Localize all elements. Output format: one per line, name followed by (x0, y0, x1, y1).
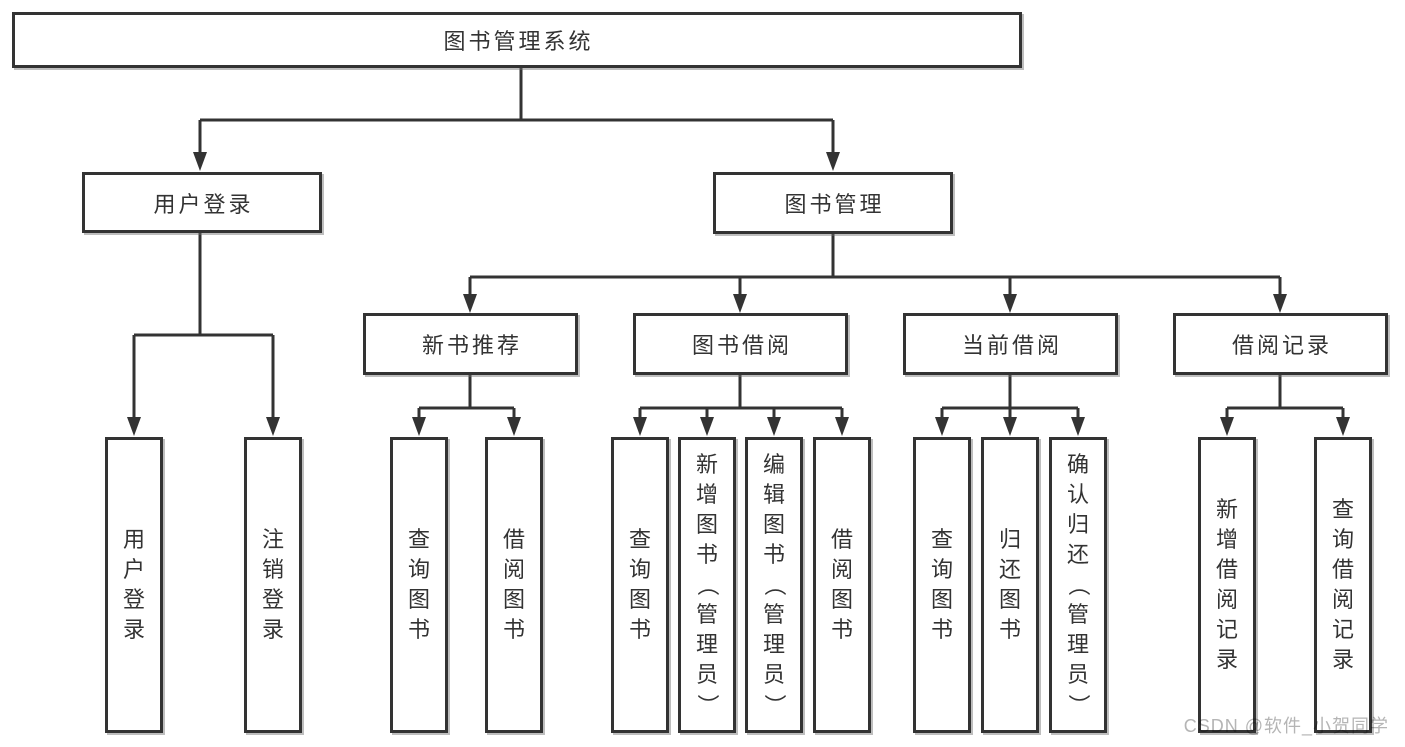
watermark: CSDN @软件_小贺同学 (1183, 716, 1389, 736)
leaf-confirm-return-admin-label: 确认归还（管理员） (1065, 452, 1091, 717)
leaf-user-login: 用户登录 (105, 437, 163, 733)
connector-borrowing-records-to-leaves (1225, 375, 1345, 419)
leaf-query-books-recommend: 查询图书 (390, 437, 448, 733)
connector-root-to-level2 (198, 68, 835, 154)
node-current-borrowing: 当前借阅 (903, 313, 1118, 375)
leaf-confirm-return-admin: 确认归还（管理员） (1049, 437, 1107, 733)
arrowhead-icon (1273, 294, 1287, 313)
arrowhead-icon (1003, 417, 1017, 436)
node-book-borrowing: 图书借阅 (633, 313, 848, 375)
connector-book-management-to-level3 (468, 234, 1282, 296)
node-new-book-recommendation: 新书推荐 (363, 313, 578, 375)
connector-current-borrowing-to-leaves (940, 375, 1080, 419)
node-user-login: 用户登录 (82, 172, 322, 233)
leaf-return-books-label: 归还图书 (998, 527, 1021, 642)
leaf-borrow-books-recommend-label: 借阅图书 (502, 527, 525, 642)
leaf-borrow-books-label: 借阅图书 (830, 527, 853, 642)
arrowheads (127, 152, 1350, 436)
node-library-management-system: 图书管理系统 (12, 12, 1022, 68)
arrowhead-icon (266, 417, 280, 436)
leaf-add-borrow-record-label: 新增借阅记录 (1215, 497, 1238, 672)
arrowhead-icon (826, 152, 840, 171)
leaf-query-books-borrowing-label: 查询图书 (628, 527, 651, 642)
leaf-query-borrow-record-label: 查询借阅记录 (1331, 497, 1354, 672)
leaf-edit-book-admin: 编辑图书（管理员） (745, 437, 803, 733)
leaf-add-book-admin-label: 新增图书（管理员） (694, 452, 720, 717)
arrowhead-icon (1336, 417, 1350, 436)
leaf-query-books-current-label: 查询图书 (930, 527, 953, 642)
arrowhead-icon (507, 417, 521, 436)
arrowhead-icon (935, 417, 949, 436)
leaf-borrow-books: 借阅图书 (813, 437, 871, 733)
leaf-query-books-current: 查询图书 (913, 437, 971, 733)
arrowhead-icon (127, 417, 141, 436)
arrowhead-icon (1071, 417, 1085, 436)
leaf-add-borrow-record: 新增借阅记录 (1198, 437, 1256, 733)
leaf-user-login-label: 用户登录 (122, 527, 145, 642)
node-book-management: 图书管理 (713, 172, 953, 234)
leaf-query-borrow-record: 查询借阅记录 (1314, 437, 1372, 733)
leaf-add-book-admin: 新增图书（管理员） (678, 437, 736, 733)
arrowhead-icon (1220, 417, 1234, 436)
arrowhead-icon (633, 417, 647, 436)
connector-book-borrowing-to-leaves (638, 375, 844, 419)
arrowhead-icon (193, 152, 207, 171)
leaf-borrow-books-recommend: 借阅图书 (485, 437, 543, 733)
arrowhead-icon (1003, 294, 1017, 313)
arrowhead-icon (463, 294, 477, 313)
leaf-return-books: 归还图书 (981, 437, 1039, 733)
leaf-query-books-recommend-label: 查询图书 (407, 527, 430, 642)
leaf-logout: 注销登录 (244, 437, 302, 733)
arrowhead-icon (733, 294, 747, 313)
arrowhead-icon (835, 417, 849, 436)
arrowhead-icon (412, 417, 426, 436)
leaf-logout-label: 注销登录 (261, 527, 284, 642)
arrowhead-icon (767, 417, 781, 436)
leaf-query-books-borrowing: 查询图书 (611, 437, 669, 733)
connector-user-login-to-leaves (132, 233, 275, 419)
node-borrowing-records: 借阅记录 (1173, 313, 1388, 375)
arrowhead-icon (700, 417, 714, 436)
leaf-edit-book-admin-label: 编辑图书（管理员） (761, 452, 787, 717)
connector-new-book-recommendation-to-leaves (417, 375, 516, 419)
